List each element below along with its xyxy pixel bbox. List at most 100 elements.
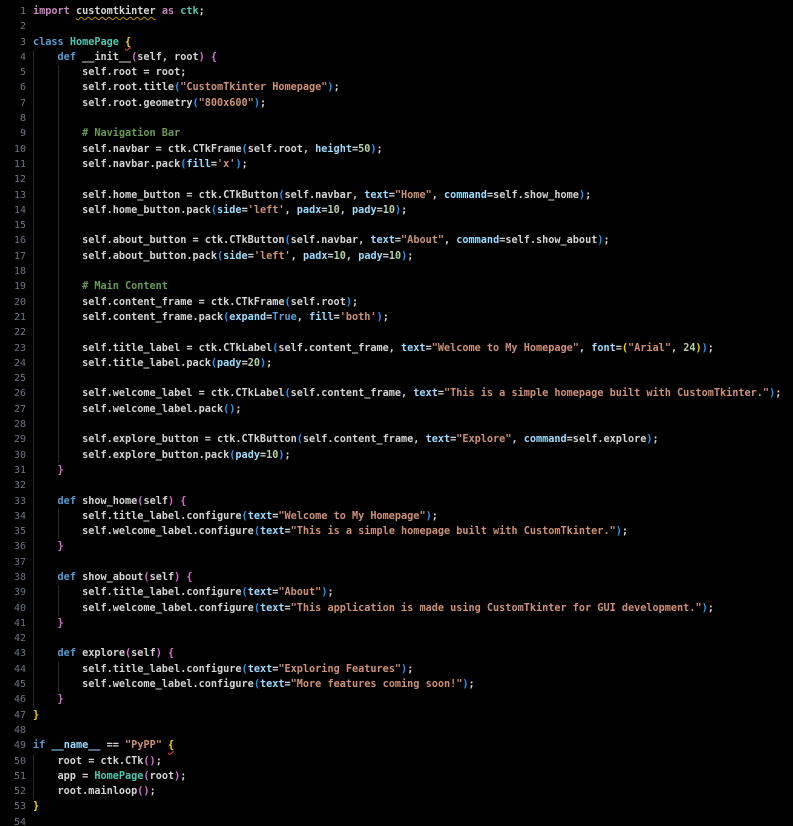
token-p: = (272, 587, 279, 599)
code-line[interactable]: 9 # Navigation Bar (0, 126, 793, 142)
code-text: self.welcome_label.configure(text="This … (33, 600, 714, 616)
code-line[interactable]: 42 (0, 631, 793, 647)
code-line[interactable]: 28 (0, 417, 793, 433)
code-line[interactable]: 16 self.about_button = ctk.CTkButton(sel… (0, 233, 793, 249)
code-line[interactable]: 10 self.navbar = ctk.CTkFrame(self.root,… (0, 141, 793, 157)
code-line[interactable]: 7 self.root.geometry("800x600"); (0, 95, 793, 112)
code-line[interactable]: 34 self.title_label.configure(text="Welc… (0, 508, 793, 525)
token-p: self.root = root; (33, 67, 187, 79)
line-number: 34 (13, 510, 26, 522)
token-b3: ) (701, 602, 708, 614)
line-number: 6 (19, 82, 26, 94)
code-line[interactable]: 41 } (0, 615, 793, 632)
code-line[interactable]: 31 } (0, 462, 793, 479)
code-line[interactable]: 48 (0, 723, 793, 738)
token-s: "Explore" (456, 434, 512, 446)
code-line[interactable]: 54 (0, 815, 793, 826)
code-line[interactable]: 46 } (0, 692, 793, 708)
code-line[interactable]: 47} (0, 708, 793, 723)
indent-guide (57, 126, 59, 142)
code-line[interactable]: 12 (0, 172, 793, 188)
code-line[interactable]: 37 (0, 554, 793, 570)
code-line[interactable]: 36 } (0, 539, 793, 555)
code-line[interactable]: 35 self.welcome_label.configure(text="Th… (0, 524, 793, 540)
token-p: ; (327, 587, 334, 599)
token-p: ; (351, 296, 359, 308)
line-number: 5 (19, 67, 26, 79)
code-line[interactable]: 43 def explore(self) { (0, 646, 793, 662)
token-p: , (578, 342, 592, 354)
indent-guide (33, 677, 34, 693)
token-p: root = ctk.CTk (33, 755, 144, 767)
line-number: 41 (13, 617, 26, 629)
token-v: pady (358, 250, 383, 262)
code-text: root = ctk.CTk(); (33, 753, 162, 769)
indent-guide (33, 80, 34, 96)
code-line[interactable]: 29 self.explore_button = ctk.CTkButton(s… (0, 432, 793, 448)
code-line[interactable]: 11 self.navbar.pack(fill='x'); (0, 156, 793, 173)
code-line[interactable]: 15 (0, 218, 793, 234)
indent-guide (33, 294, 34, 310)
code-line[interactable]: 51 app = HomePage(root); (0, 768, 793, 785)
code-line[interactable]: 33 def show_home(self) { (0, 493, 793, 509)
code-line[interactable]: 27 self.welcome_label.pack(); (0, 401, 793, 418)
code-line[interactable]: 2 (0, 19, 793, 34)
token-p: = (327, 250, 334, 262)
code-line[interactable]: 44 self.title_label.configure(text="Expl… (0, 661, 793, 678)
line-number: 50 (13, 755, 26, 767)
token-v: pady (352, 204, 377, 216)
code-line[interactable]: 8 (0, 111, 793, 127)
token-p: self.content_frame, (290, 388, 414, 400)
code-line[interactable]: 4 def __init__(self, root) { (0, 49, 793, 66)
code-line[interactable]: 52 root.mainloop(); (0, 784, 793, 800)
token-p: ; (407, 250, 414, 262)
code-line[interactable]: 38 def show_about(self) { (0, 569, 793, 586)
line-number: 4 (19, 51, 26, 63)
code-line[interactable]: 24 self.title_label.pack(pady=20); (0, 355, 793, 372)
code-line[interactable]: 40 self.welcome_label.configure(text="Th… (0, 600, 793, 616)
code-line[interactable]: 39 self.title_label.configure(text="Abou… (0, 585, 793, 601)
code-line[interactable]: 30 self.explore_button.pack(pady=10); (0, 447, 793, 463)
indent-guide (33, 569, 34, 586)
token-b3: ( (253, 526, 260, 538)
code-line[interactable]: 14 self.home_button.pack(side='left', pa… (0, 202, 793, 219)
code-line[interactable]: 20 self.content_frame = ctk.CTkFrame(sel… (0, 294, 793, 310)
code-text: } (33, 708, 39, 723)
indent-guide (57, 401, 59, 418)
token-b3: ( (284, 296, 291, 308)
code-line[interactable]: 26 self.welcome_label = ctk.CTkLabel(sel… (0, 386, 793, 402)
code-line[interactable]: 25 (0, 371, 793, 387)
code-line[interactable]: 13 self.home_button = ctk.CTkButton(self… (0, 187, 793, 203)
token-p: =self.explore (566, 434, 647, 446)
indent-guide (33, 600, 34, 616)
code-text: if __name__ == "PyPP" { (33, 738, 174, 753)
token-b3: ) (646, 434, 653, 446)
code-line[interactable]: 23 self.title_label = ctk.CTkLabel(self.… (0, 340, 793, 356)
code-line[interactable]: 5 self.root = root; (0, 65, 793, 81)
code-line[interactable]: 22 (0, 325, 793, 341)
indent-guide (33, 508, 34, 525)
line-number: 9 (19, 128, 26, 140)
code-line[interactable]: 32 (0, 478, 793, 494)
code-line[interactable]: 18 (0, 264, 793, 280)
code-line[interactable]: 50 root = ctk.CTk(); (0, 753, 793, 769)
line-number: 47 (13, 709, 26, 721)
token-v: __name__ (51, 740, 101, 752)
code-line[interactable]: 17 self.about_button.pack(side='left', p… (0, 248, 793, 265)
indent-guide (33, 784, 34, 800)
token-p: = (351, 143, 359, 155)
code-line[interactable]: 19 # Main Content (0, 279, 793, 295)
code-line[interactable]: 6 self.root.title("CustomTkinter Homepag… (0, 80, 793, 96)
line-number: 40 (13, 602, 26, 614)
code-text: self.about_button.pack(side='left', padx… (33, 248, 414, 265)
token-p: , (339, 204, 353, 216)
code-line[interactable]: 53} (0, 799, 793, 814)
code-line[interactable]: 21 self.content_frame.pack(expand=True, … (0, 309, 793, 326)
code-line[interactable]: 45 self.welcome_label.configure(text="Mo… (0, 677, 793, 693)
token-p: = (333, 311, 340, 323)
line-number: 48 (13, 724, 26, 736)
